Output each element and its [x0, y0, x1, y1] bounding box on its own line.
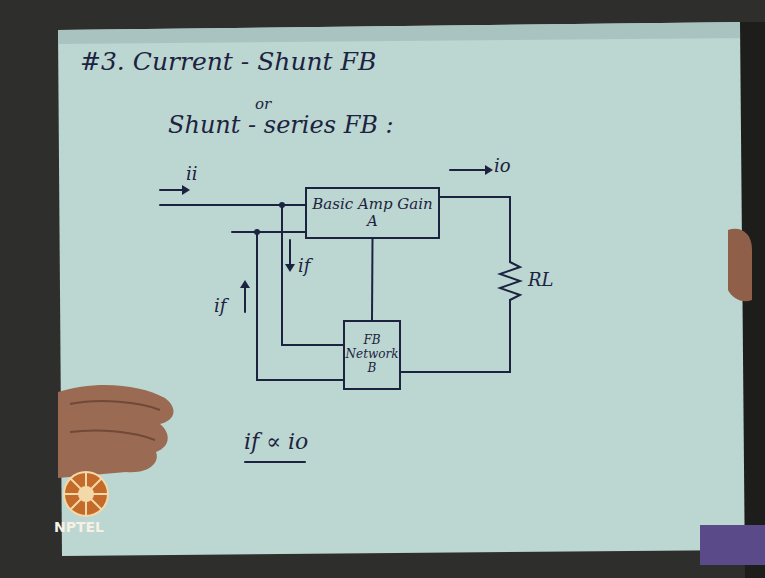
box-label: Basic Amp Gain A [310, 196, 435, 231]
note-text: or [255, 96, 271, 113]
nptel-logo [64, 472, 108, 516]
signal-name: io [494, 156, 511, 176]
signal-name: if [214, 296, 226, 316]
signal-name: if [298, 256, 310, 276]
amplifier-box: Basic Amp Gain A [305, 187, 440, 239]
wire-connector [282, 205, 343, 345]
heading-text: Shunt - series FB : [168, 112, 394, 138]
box-label: FB Network B [346, 334, 399, 375]
logo-text: NPTEL [54, 520, 104, 535]
component-name: RL [528, 270, 554, 290]
relation-note: if ∝ io [244, 430, 308, 454]
wire-connector [372, 239, 374, 320]
feedback-network-box: FB Network B [343, 320, 401, 390]
signal-name: ii [186, 164, 198, 184]
heading: #3. Current - Shunt FB [80, 48, 376, 76]
